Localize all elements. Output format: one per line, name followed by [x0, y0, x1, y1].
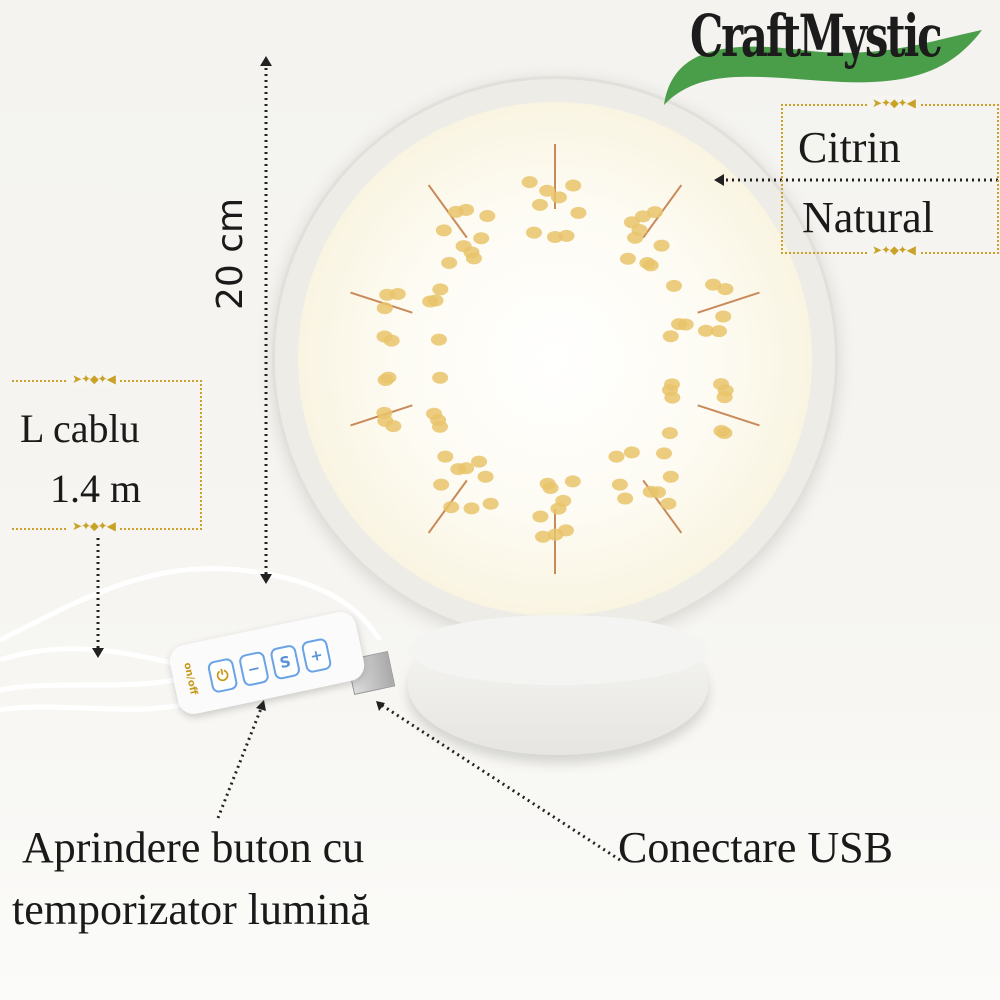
brand-logo: CraftMystic — [690, 2, 943, 70]
cable-label-line1: L cablu — [20, 406, 140, 451]
ornament: ➤✦⬥✦◀ — [68, 519, 119, 534]
ornament: ➤✦⬥✦◀ — [868, 243, 919, 258]
button-caption-line1: Aprindere buton cu — [22, 823, 365, 872]
ornament: ➤✦⬥✦◀ — [68, 372, 119, 387]
stone-label-line2: Natural — [802, 193, 934, 242]
usb-caption: Conectare USB — [618, 823, 893, 872]
citrine-tree — [662, 278, 760, 343]
lamp-base-top — [408, 615, 708, 685]
logo-leaf — [664, 30, 982, 105]
citrine-tree — [521, 144, 587, 243]
citrine-trees — [350, 144, 760, 574]
citrine-tree — [619, 184, 683, 272]
citrine-tree — [661, 378, 760, 440]
citrine-tree — [427, 450, 499, 534]
citrine-tree — [532, 475, 581, 574]
ornament: ➤✦⬥✦◀ — [868, 96, 919, 111]
button-arrow — [216, 705, 264, 819]
usb-arrow — [379, 702, 621, 862]
stone-label-line1: Citrin — [798, 123, 901, 172]
citrine-tree — [350, 371, 449, 433]
cable-label-line2: 1.4 m — [50, 466, 142, 511]
button-caption-line2: temporizator lumină — [12, 885, 370, 934]
citrine-tree — [608, 446, 683, 534]
citrine-tree — [427, 184, 496, 269]
citrine-tree — [350, 283, 449, 347]
height-label: 20 cm — [210, 197, 251, 310]
